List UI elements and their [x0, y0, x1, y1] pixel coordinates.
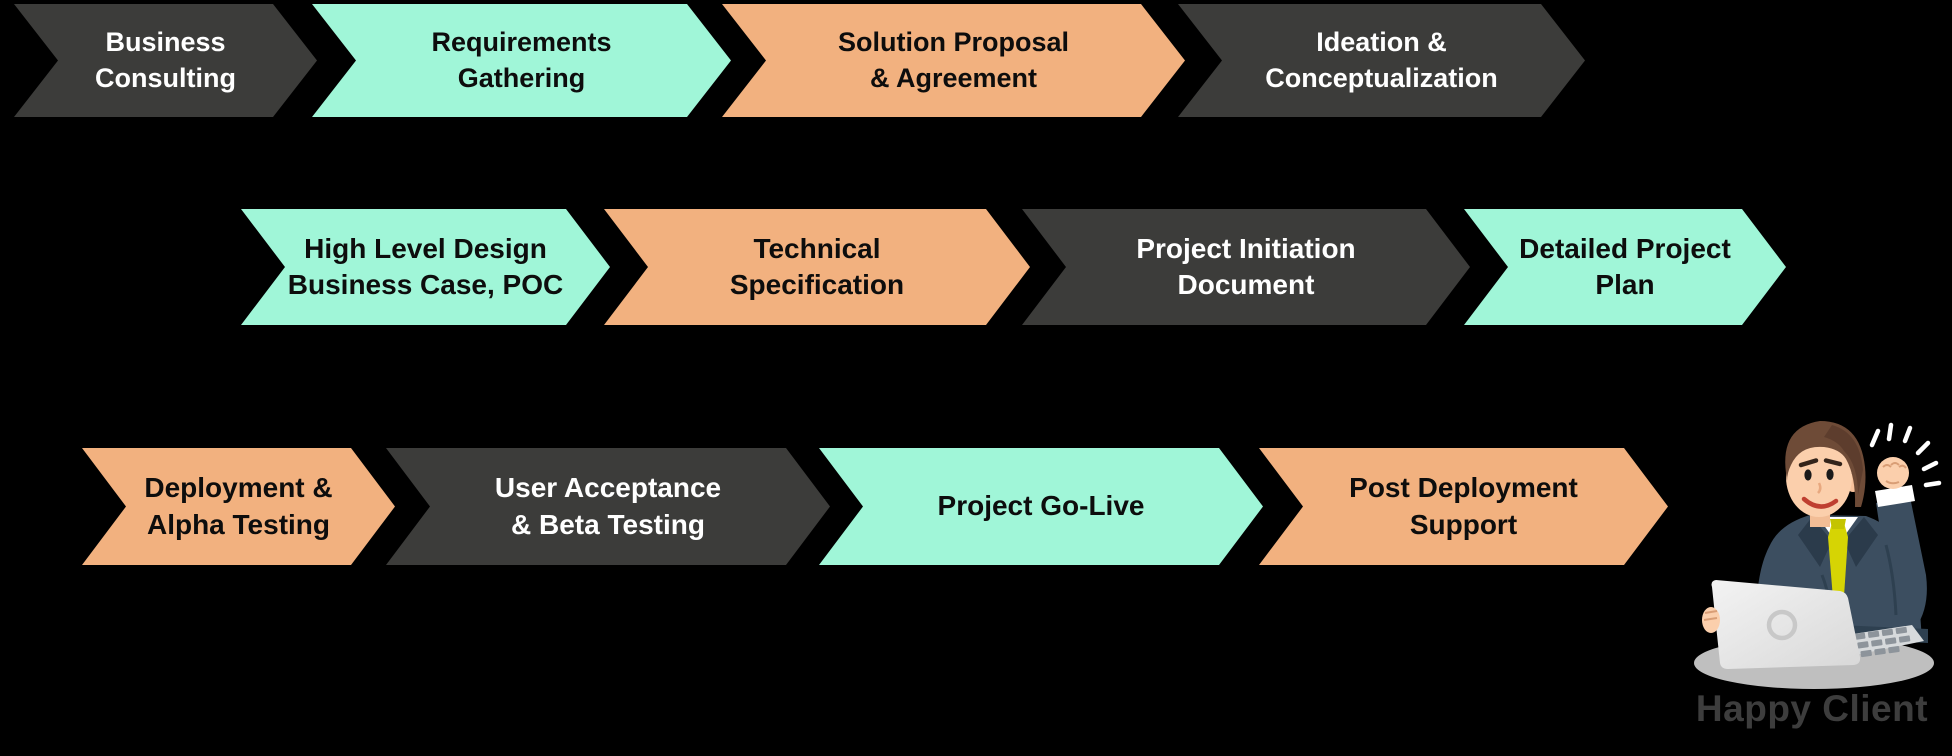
- step-project-initiation-document: Project Initiation Document: [1022, 209, 1470, 325]
- lapel-right: [1844, 517, 1878, 567]
- step-solution-proposal-agreement: Solution Proposal & Agreement: [722, 4, 1185, 117]
- businessman-figure-icon: [1694, 421, 1942, 689]
- step-deployment-alpha-testing: Deployment & Alpha Testing: [82, 448, 395, 565]
- smile: [1801, 496, 1839, 509]
- laptop-lid: [1711, 580, 1861, 669]
- eyebrows: [1798, 458, 1843, 468]
- step-ideation-conceptualization: Ideation & Conceptualization: [1178, 4, 1585, 117]
- shirt-cuff: [1875, 485, 1915, 507]
- step-requirements-gathering: Requirements Gathering: [312, 4, 731, 117]
- nose: [1817, 482, 1822, 494]
- lapel-left: [1798, 517, 1832, 567]
- face: [1786, 437, 1852, 517]
- step-detailed-project-plan: Detailed Project Plan: [1464, 209, 1786, 325]
- laptop-logo-icon: [1766, 609, 1798, 641]
- eye-left: [1804, 469, 1812, 481]
- step-post-deployment-support: Post Deployment Support: [1259, 448, 1668, 565]
- step-business-consulting: Business Consulting: [14, 4, 317, 117]
- step-technical-specification: Technical Specification: [604, 209, 1030, 325]
- step-user-acceptance-beta-testing: User Acceptance & Beta Testing: [386, 448, 830, 565]
- raised-arm-sleeve: [1876, 497, 1927, 627]
- eye-right: [1826, 468, 1834, 481]
- happy-client-label: Happy Client: [1695, 688, 1929, 729]
- step-project-go-live: Project Go-Live: [819, 448, 1263, 565]
- sparkle-lines-icon: [1869, 422, 1942, 488]
- happy-client-illustration: [1672, 415, 1952, 745]
- step-high-level-design: High Level Design Business Case, POC: [241, 209, 610, 325]
